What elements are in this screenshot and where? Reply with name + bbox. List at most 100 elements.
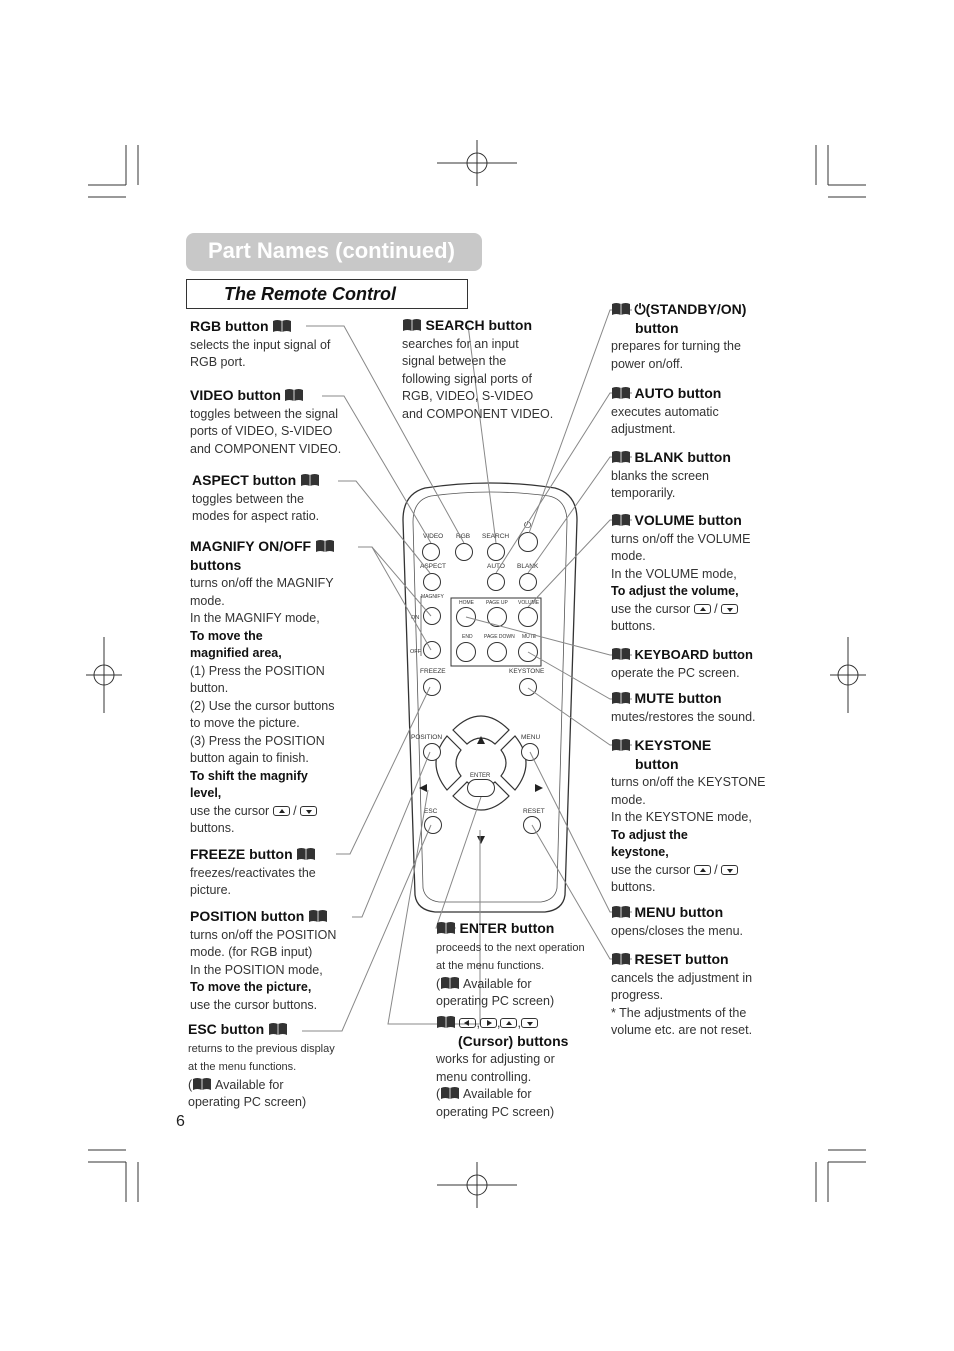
remote-label-enter: ENTER — [470, 773, 491, 779]
remote-video-button[interactable] — [422, 543, 440, 561]
blank-line: temporarily. — [611, 486, 676, 500]
keystone-button-description: KEYSTONE button turns on/off the KEYSTON… — [611, 737, 766, 894]
book-icon — [272, 319, 292, 333]
remote-rgb-button[interactable] — [455, 543, 473, 561]
book-icon — [402, 318, 422, 332]
remote-label-off: OFF — [410, 649, 421, 655]
remote-end-button[interactable] — [456, 642, 476, 662]
remote-standby-button[interactable] — [518, 532, 538, 552]
esc-line: Available for — [214, 1077, 284, 1092]
search-line: RGB, VIDEO, S-VIDEO — [402, 389, 534, 403]
keystone-button-heading: KEYSTONE — [634, 737, 712, 753]
remote-label-menu: MENU — [521, 734, 541, 741]
magnify-step: (3) Press the POSITION — [190, 733, 325, 748]
aspect-line: toggles between the — [192, 491, 304, 506]
remote-label-freeze: FREEZE — [420, 668, 446, 675]
book-icon — [611, 738, 631, 752]
mute-button-heading: MUTE button — [634, 690, 722, 706]
volume-line: turns on/off the VOLUME — [611, 531, 751, 546]
remote-label-volume: VOLUME — [518, 600, 540, 606]
cursor-up-icon — [500, 1018, 518, 1028]
book-icon — [611, 647, 631, 661]
freeze-line: freezes/reactivates the — [190, 865, 316, 880]
magnify-step: (2) Use the cursor buttons — [190, 698, 335, 713]
book-icon — [192, 1077, 212, 1091]
cursor-buttons-heading: (Cursor) buttons — [458, 1032, 569, 1049]
esc-button-heading: ESC button — [188, 1021, 265, 1037]
standby-button-description: ⏻(STANDBY/ON) button prepares for turnin… — [611, 301, 746, 373]
remote-aspect-button[interactable] — [423, 573, 441, 591]
remote-page-up-button[interactable] — [487, 607, 507, 627]
cursor-right-icon — [479, 1018, 497, 1028]
cursor-up-icon — [693, 603, 711, 614]
book-icon — [611, 691, 631, 705]
auto-button-description: AUTO button executes automatic adjustmen… — [611, 385, 721, 439]
cursor-left-icon — [459, 1018, 477, 1028]
page-title: Part Names (continued) — [208, 238, 455, 263]
remote-esc-button[interactable] — [424, 816, 442, 834]
cursor-line: Available for — [462, 1087, 532, 1101]
remote-magnify-off-button[interactable] — [423, 641, 441, 659]
remote-label-mute: MUTE — [522, 634, 537, 640]
remote-search-button[interactable] — [487, 543, 505, 561]
magnify-bold: To shift the magnify — [190, 768, 308, 783]
remote-label-magnify: MAGNIFY — [421, 594, 444, 600]
book-icon — [296, 847, 316, 861]
esc-line: returns to the previous display — [188, 1042, 335, 1055]
remote-label-home: HOME — [459, 600, 474, 606]
remote-page-down-button[interactable] — [487, 642, 507, 662]
keystone-line: turns on/off the KEYSTONE — [611, 775, 766, 789]
position-line: In the POSITION mode, — [190, 962, 323, 977]
remote-position-button[interactable] — [423, 743, 441, 761]
volume-line: buttons. — [611, 619, 656, 633]
position-line: use the cursor buttons. — [190, 997, 318, 1012]
remote-label-on: ON — [411, 615, 420, 621]
enter-line: proceeds to the next operation — [436, 941, 585, 954]
remote-volume-button[interactable] — [518, 607, 538, 627]
cursor-line: works for adjusting or — [436, 1052, 555, 1066]
video-button-description: VIDEO button toggles between the signal … — [190, 387, 341, 458]
magnify-line: turns on/off the MAGNIFY — [190, 576, 334, 590]
rgb-button-heading: RGB button — [190, 318, 269, 334]
reset-line: volume etc. are not reset. — [611, 1023, 753, 1037]
menu-button-description: MENU button opens/closes the menu. — [611, 904, 743, 940]
cursor-up-icon — [693, 864, 711, 875]
keystone-bold: keystone, — [611, 845, 669, 859]
search-line: following signal ports of — [402, 371, 532, 386]
book-icon — [268, 1022, 288, 1036]
magnify-step: button. — [190, 681, 229, 695]
cursor-line: menu controlling. — [436, 1069, 532, 1084]
book-icon — [611, 450, 631, 464]
standby-line: power on/off. — [611, 356, 684, 371]
aspect-button-description: ASPECT button toggles between the modes … — [192, 472, 320, 526]
keystone-line: mode. — [611, 792, 646, 807]
mute-button-description: MUTE button mutes/restores the sound. — [611, 690, 756, 726]
book-icon — [315, 539, 335, 553]
remote-blank-button[interactable] — [519, 573, 537, 591]
magnify-bold: level, — [190, 786, 222, 800]
video-button-heading: VIDEO button — [190, 387, 281, 403]
esc-line: operating PC screen) — [188, 1095, 307, 1109]
book-icon — [611, 302, 631, 316]
magnify-step: (1) Press the POSITION — [190, 663, 325, 678]
reset-button-heading: RESET button — [634, 951, 729, 967]
remote-enter-button[interactable] — [467, 779, 495, 797]
blank-button-description: BLANK button blanks the screen temporari… — [611, 449, 731, 503]
remote-auto-button[interactable] — [487, 573, 505, 591]
section-heading-box: The Remote Control — [186, 279, 468, 309]
rgb-button-description: RGB button selects the input signal of R… — [190, 318, 330, 372]
keystone-line: In the KEYSTONE mode, — [611, 810, 752, 824]
menu-line: opens/closes the menu. — [611, 923, 744, 938]
remote-label-end: END — [462, 634, 473, 640]
search-line: signal between the — [402, 354, 507, 368]
remote-control-illustration — [402, 482, 578, 913]
reset-button-description: RESET button cancels the adjustment in p… — [611, 951, 752, 1040]
book-icon — [308, 909, 328, 923]
blank-button-heading: BLANK button — [634, 449, 731, 465]
cursor-down-icon — [300, 805, 318, 816]
magnify-line: mode. — [190, 593, 225, 608]
volume-bold: To adjust the volume, — [611, 584, 739, 598]
magnify-heading: MAGNIFY ON/OFF — [190, 538, 312, 554]
remote-label-position: POSITION — [411, 734, 443, 741]
